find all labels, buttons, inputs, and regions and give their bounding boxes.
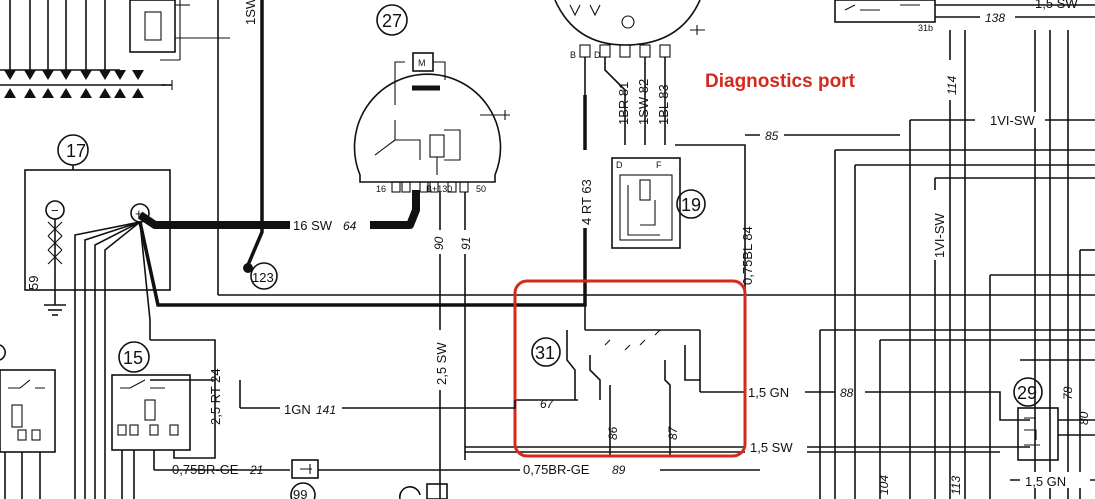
component-17-label: 17 <box>66 141 86 161</box>
terminal-31b: 31b <box>918 23 933 33</box>
terminal-f: F <box>656 160 662 170</box>
right-bus: 31b 138 1,5 SW 114 1VI-SW 1VI-SW <box>819 0 1095 499</box>
instrument-top: B D 1BR 81 1SW 82 1BL 83 <box>554 0 705 145</box>
component-15-label: 15 <box>123 348 143 368</box>
minus-terminal: − <box>51 203 59 218</box>
wire-1sw: 1SW 123 <box>217 0 1095 296</box>
wire-label-85b: 85 <box>765 129 779 143</box>
wire-label-91: 91 <box>459 237 473 250</box>
wire-label-113: 113 <box>949 476 963 495</box>
wire-label-4rt63: 4 RT 63 <box>579 179 594 225</box>
wire-label-1vi-sw-a: 1VI-SW <box>990 113 1036 128</box>
wire-label-67: 67 <box>540 397 555 411</box>
wire-label-1sw82: 1SW 82 <box>636 79 651 125</box>
terminal-d: D <box>616 160 623 170</box>
component-17: 17 + − 59 <box>24 134 171 316</box>
wire-label-78: 78 <box>1061 386 1075 400</box>
component-15: 15 2,5 RT 24 0,75BR-GE 21 99 <box>111 341 520 499</box>
wire-label-88: 88 <box>840 386 854 400</box>
component-99-label: 99 <box>293 487 307 499</box>
wire-label-141: 141 <box>316 403 336 417</box>
terminal-b130: B+130 <box>426 184 452 194</box>
component-left-partial <box>0 344 56 499</box>
wire-label-1-5sw-top: 1,5 SW <box>1035 0 1078 11</box>
motor-label: M <box>418 58 426 68</box>
wire-label-90: 90 <box>432 236 446 250</box>
wire-label-114: 114 <box>945 76 959 95</box>
component-29-label: 29 <box>1017 383 1037 403</box>
terminal-16: 16 <box>376 184 386 194</box>
wire-label-075brge-a: 0,75BR-GE <box>172 462 239 477</box>
diode-array <box>0 0 230 98</box>
pin-d: D <box>594 50 601 60</box>
wire-16sw: 16 SW 64 <box>137 190 420 234</box>
wire-label-86: 86 <box>606 426 620 440</box>
wire-label-16sw: 16 SW <box>293 218 333 233</box>
component-27-label: 27 <box>382 11 402 31</box>
wire-label-1-5gn: 1,5 GN <box>748 385 789 400</box>
diagnostics-highlight-box <box>513 279 747 458</box>
wire-label-89: 89 <box>612 463 626 477</box>
wire-label-104: 104 <box>877 475 891 495</box>
wire-label-80: 80 <box>1077 411 1091 425</box>
wire-label-1vi-sw-b: 1VI-SW <box>932 212 947 258</box>
wire-label-075bl84: 0,75BL 84 <box>740 226 755 285</box>
wire-label-87: 87 <box>666 425 680 440</box>
diagnostics-port-annotation: Diagnostics port <box>705 71 856 92</box>
wire-label-1gn: 1GN <box>284 402 311 417</box>
wire-label-1br81: 1BR 81 <box>616 82 631 125</box>
wire-label-138: 138 <box>985 11 1005 25</box>
wire-label-21: 21 <box>249 463 263 477</box>
component-123-label: 123 <box>252 270 274 285</box>
component-31: 31 67 86 87 1,5 GN 88 1,5 SW <box>465 305 1030 456</box>
terminal-50: 50 <box>476 184 486 194</box>
plus-terminal: + <box>135 206 143 221</box>
component-19-label: 19 <box>681 195 701 215</box>
component-27: 27 M 16 B+130 50 90 91 2,5 SW <box>353 4 510 499</box>
wires-17-down <box>74 95 587 499</box>
component-31-label: 31 <box>535 343 555 363</box>
pin-b: B <box>570 50 576 60</box>
wire-label-1-5gn-b: 1,5 GN <box>1025 474 1066 489</box>
wire-label-1-5sw: 1,5 SW <box>750 440 793 455</box>
wire-label-2-5sw: 2,5 SW <box>434 342 449 385</box>
wire-label-1bl83: 1BL 83 <box>656 84 671 125</box>
wire-label-64: 64 <box>343 219 357 233</box>
wire-label-2-5rt24: 2,5 RT 24 <box>208 368 223 425</box>
wire-label-075brge-b: 0,75BR-GE <box>523 462 590 477</box>
component-19: D F 19 85 85 0,75BL 84 <box>611 126 900 290</box>
wire-label-1sw: 1SW <box>243 0 258 25</box>
wire-label-59: 59 <box>26 276 41 290</box>
